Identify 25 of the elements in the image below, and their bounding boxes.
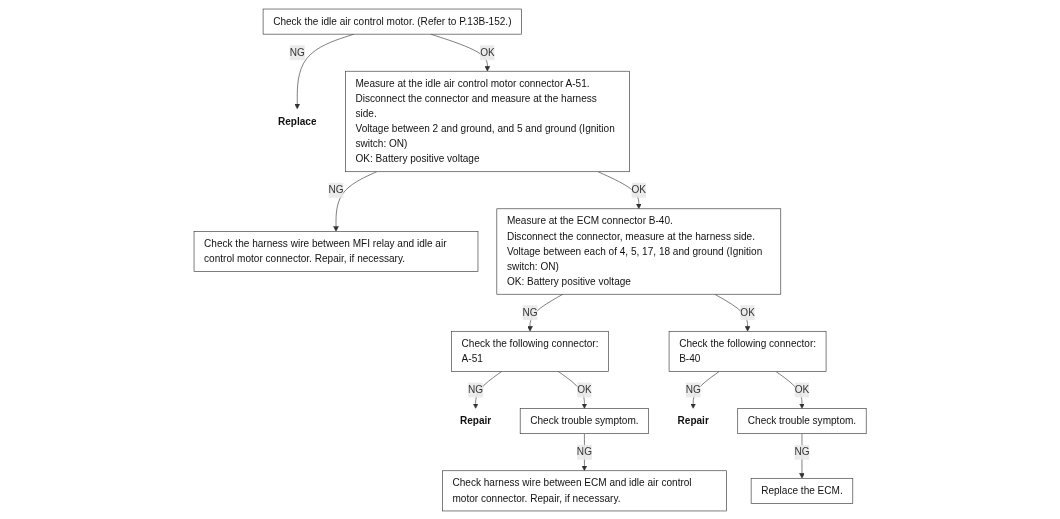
node-text: Repair <box>677 414 709 426</box>
edge-label: OK <box>631 184 646 195</box>
node-box: Check the idle air control motor. (Refer to P.13B-152.) <box>262 8 522 34</box>
node-box: Check the following connector: B-40 <box>668 330 827 372</box>
node-box: Measure at the idle air control motor connector A-51. Disconnect the connector and measure at the harness side. Voltage between 2 and ground, and 5 and ground (Ignition switch: ON) OK: Battery positive voltage <box>345 70 630 172</box>
edge-label: NG <box>467 383 484 395</box>
edge-label: NG <box>576 446 592 457</box>
node-box: Check trouble symptom. <box>519 407 649 434</box>
node-box: Check the harness wire between MFI relay and idle air control motor connector. Repair, if necessary. <box>193 230 479 272</box>
node-box: Check trouble symptom. <box>737 407 867 434</box>
node-text: Replace <box>277 115 317 126</box>
edge-label: NG <box>289 46 305 58</box>
edge-label: OK <box>794 383 810 395</box>
edge-label: NG <box>794 446 810 457</box>
node-box: Check harness wire between ECM and idle air control motor connector. Repair, if necessary. <box>442 469 727 511</box>
edge-label: OK <box>740 306 755 318</box>
edge-label: NG <box>685 383 701 395</box>
node-box: Measure at the ECM connector B-40. Disconnect the connector, measure at the harness side. Voltage between each of 4, 5, 17, 18 and ground (Ignition switch: ON) OK: Battery positive voltage <box>496 207 781 295</box>
edge-label: NG <box>522 306 538 318</box>
node-box: Check the following connector: A-51 <box>451 330 609 372</box>
node-box: Replace the ECM. <box>750 477 853 504</box>
edge-label: OK <box>480 46 495 58</box>
edge-label: OK <box>577 383 592 395</box>
edge-label: NG <box>328 184 344 195</box>
node-text: Repair <box>459 414 492 426</box>
